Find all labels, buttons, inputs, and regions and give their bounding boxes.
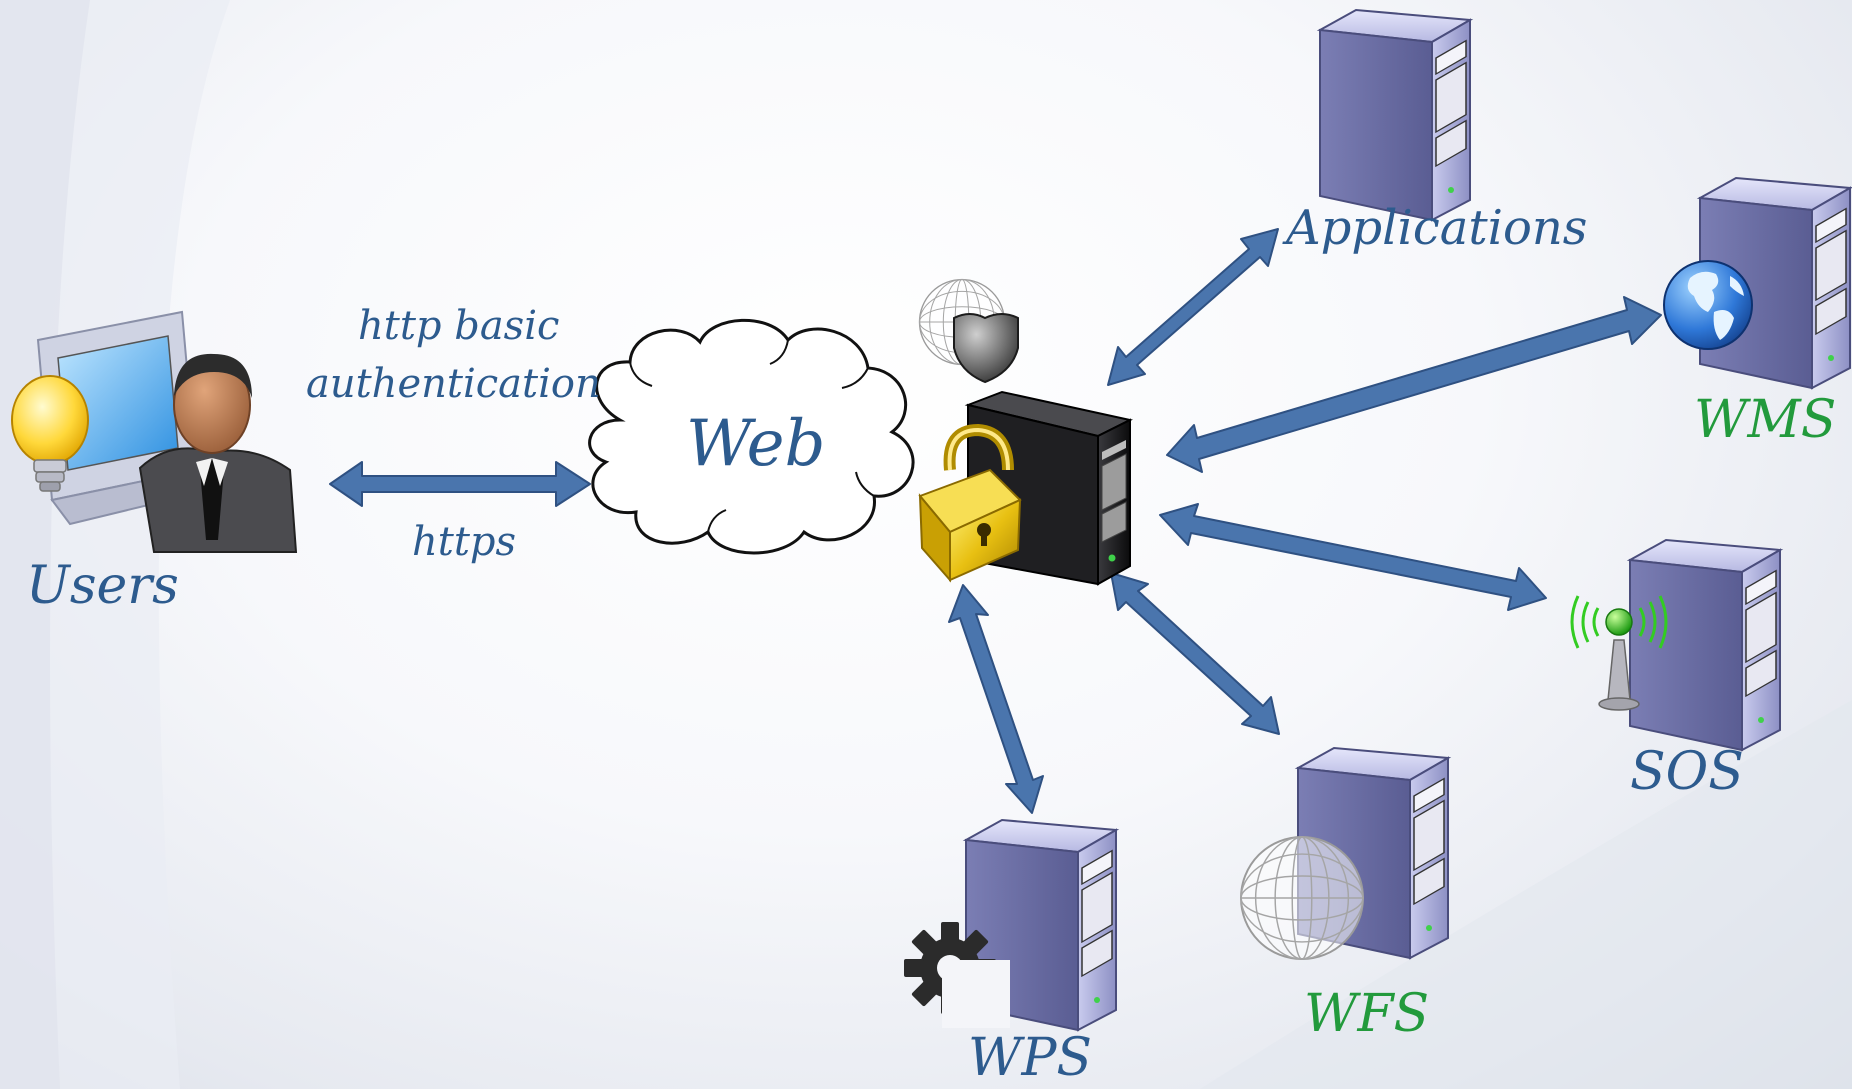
wfs-node: [1240, 747, 1449, 960]
arrow-gateway-wps: [948, 584, 1044, 814]
arrow-users-web: [329, 461, 591, 507]
arrow-gateway-sos: [1159, 503, 1547, 611]
server-icon: [1629, 539, 1781, 751]
padlock-icon: [918, 423, 1022, 583]
arrow-gateway-wfs: [1110, 572, 1280, 735]
users-label: Users: [26, 556, 179, 616]
sos-node: [1570, 539, 1781, 751]
gateway-node: [918, 278, 1133, 586]
lightbulb-icon: [11, 375, 89, 492]
server-icon: [1319, 9, 1471, 221]
applications-label: Applications: [1286, 200, 1588, 256]
authentication-label: authentication: [306, 361, 601, 407]
earth-globe-icon: [1663, 260, 1753, 350]
wps-label: WPS: [968, 1028, 1093, 1088]
wms-label: WMS: [1694, 390, 1837, 450]
users-node: [11, 310, 298, 553]
wms-node: [1663, 177, 1851, 389]
sos-label: SOS: [1630, 742, 1744, 802]
signal-antenna-icon: [1570, 595, 1668, 711]
https-label: https: [412, 519, 517, 565]
user-person-icon: [138, 353, 298, 553]
shield-icon: [953, 313, 1019, 384]
arrow-gateway-applications: [1107, 228, 1279, 386]
applications-node: [1319, 9, 1471, 221]
arrow-gateway-wms: [1166, 296, 1662, 473]
connection-arrows: [329, 228, 1662, 814]
cloud-icon: [588, 318, 915, 555]
wfs-label: WFS: [1304, 984, 1430, 1044]
globe-wireframe-icon: [1240, 836, 1364, 960]
wps-node: [904, 819, 1117, 1031]
gear-icon: [904, 922, 1010, 1028]
http-basic-label: http basic: [358, 303, 560, 349]
web-label: Web: [686, 407, 826, 481]
